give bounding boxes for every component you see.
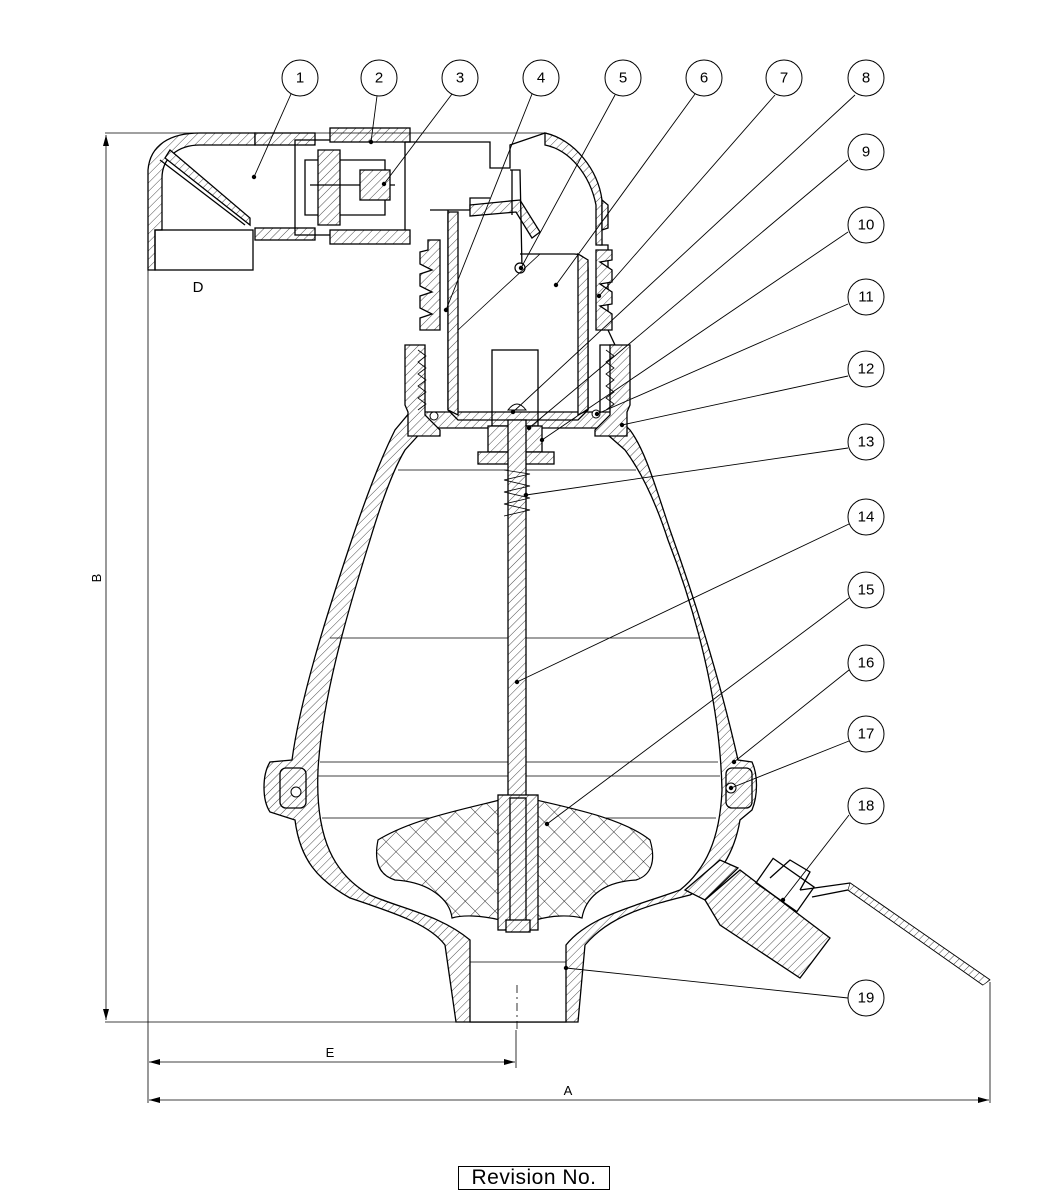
svg-text:11: 11 xyxy=(858,289,874,306)
svg-text:18: 18 xyxy=(858,798,875,815)
leader-lines xyxy=(251,93,856,999)
balloon-1: 1 xyxy=(281,59,319,97)
dimension-d-label: D xyxy=(193,279,204,296)
svg-text:16: 16 xyxy=(858,655,875,672)
svg-text:7: 7 xyxy=(780,70,788,87)
balloon-7: 7 xyxy=(765,59,803,97)
balloon-16: 16 xyxy=(847,644,885,682)
balloon-8: 8 xyxy=(847,59,885,97)
balloon-10: 10 xyxy=(847,206,885,244)
svg-text:3: 3 xyxy=(456,70,464,87)
dimension-e-label: E xyxy=(326,1045,335,1060)
svg-text:19: 19 xyxy=(858,990,875,1007)
svg-text:13: 13 xyxy=(858,434,875,451)
svg-text:14: 14 xyxy=(858,509,875,526)
dimensions: B E A D xyxy=(89,132,991,1103)
balloon-6: 6 xyxy=(685,59,723,97)
balloon-17: 17 xyxy=(847,715,885,753)
balloon-13: 13 xyxy=(847,423,885,461)
svg-text:17: 17 xyxy=(858,726,875,743)
balloon-9: 9 xyxy=(847,133,885,171)
balloon-12: 12 xyxy=(847,350,885,388)
svg-text:10: 10 xyxy=(858,217,875,234)
svg-text:5: 5 xyxy=(619,70,627,87)
part-balloons: 1 2 3 4 5 6 7 8 9 10 11 12 13 14 15 16 1… xyxy=(281,59,885,1017)
revision-label: Revision No. xyxy=(458,1166,610,1190)
top-housing xyxy=(147,127,631,465)
svg-text:15: 15 xyxy=(858,582,875,599)
drain-valve xyxy=(683,857,991,986)
balloon-3: 3 xyxy=(441,59,479,97)
balloon-19: 19 xyxy=(847,979,885,1017)
balloon-4: 4 xyxy=(522,59,560,97)
balloon-18: 18 xyxy=(847,787,885,825)
svg-text:2: 2 xyxy=(375,70,383,87)
svg-text:8: 8 xyxy=(862,70,870,87)
dimension-a-label: A xyxy=(564,1083,573,1098)
float-assembly xyxy=(375,403,654,1030)
svg-text:4: 4 xyxy=(537,70,545,87)
balloon-5: 5 xyxy=(604,59,642,97)
balloon-15: 15 xyxy=(847,571,885,609)
balloon-2: 2 xyxy=(360,59,398,97)
balloon-14: 14 xyxy=(847,498,885,536)
svg-text:1: 1 xyxy=(296,70,304,87)
svg-text:9: 9 xyxy=(862,144,870,161)
svg-text:6: 6 xyxy=(700,70,708,87)
svg-text:12: 12 xyxy=(858,361,875,378)
balloon-11: 11 xyxy=(847,278,885,316)
dimension-b-label: B xyxy=(89,574,104,583)
